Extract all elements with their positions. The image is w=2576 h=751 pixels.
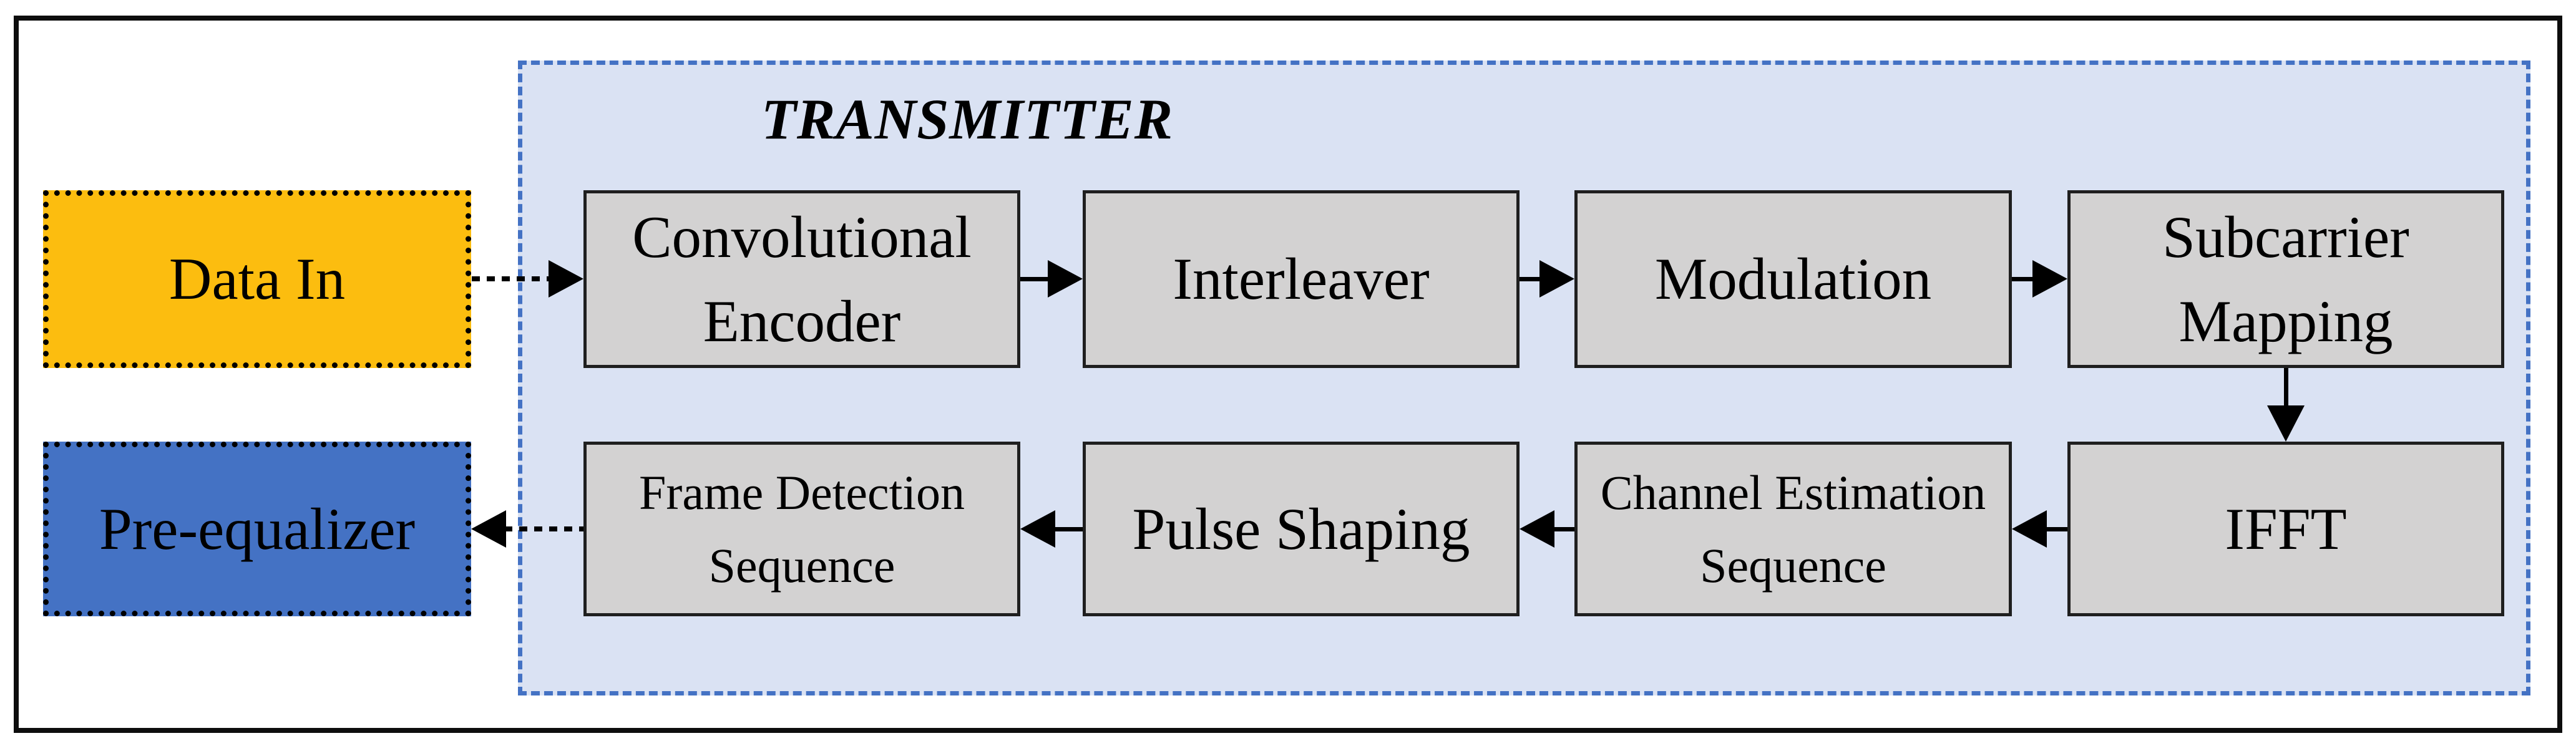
arrowhead-icon: [2032, 260, 2067, 298]
arrow-line: [1050, 527, 1083, 531]
node-label-line1: Channel Estimation: [1600, 465, 1986, 520]
node-label-line1: Frame Detection: [639, 465, 965, 520]
node-label-line2: Encoder: [703, 288, 901, 354]
arrowhead-icon: [1539, 260, 1574, 298]
node-label-line2: Sequence: [1700, 538, 1886, 593]
node-label-line1: Subcarrier: [2162, 203, 2409, 270]
node-label-line2: Sequence: [708, 538, 895, 593]
node-label-line2: Mapping: [2178, 288, 2393, 354]
arrowhead-icon: [471, 510, 506, 548]
node-subcarrier-mapping: Subcarrier Mapping: [2067, 190, 2504, 368]
outer-frame: [14, 16, 2562, 733]
node-label: Pre-equalizer: [99, 495, 416, 562]
node-label: Pulse Shaping: [1132, 495, 1470, 562]
node-interleaver: Interleaver: [1083, 190, 1520, 368]
arrow-line: [1520, 277, 1544, 281]
node-modulation: Modulation: [1574, 190, 2012, 368]
arrow-line: [2284, 368, 2288, 408]
node-label: Data In: [168, 246, 346, 313]
node-label: Modulation: [1654, 246, 1932, 313]
arrow-line: [2042, 527, 2067, 531]
node-label: Interleaver: [1173, 246, 1430, 313]
arrowhead-icon: [1048, 260, 1083, 298]
node-pre-equalizer: Pre-equalizer: [43, 442, 471, 616]
arrow-line: [504, 526, 583, 531]
node-data-in: Data In: [43, 190, 471, 368]
arrow-line: [2012, 277, 2037, 281]
arrowhead-icon: [549, 260, 583, 298]
arrowhead-icon: [1020, 510, 1055, 548]
arrowhead-icon: [2267, 405, 2305, 442]
node-label-line1: Convolutional: [632, 203, 972, 270]
arrow-line: [1549, 527, 1574, 531]
node-pulse-shaping: Pulse Shaping: [1083, 442, 1520, 616]
arrow-line: [1020, 277, 1051, 281]
node-channel-estimation-sequence: Channel Estimation Sequence: [1574, 442, 2012, 616]
arrow-line: [472, 276, 553, 281]
transmitter-label: TRANSMITTER: [761, 87, 1174, 151]
node-ifft: IFFT: [2067, 442, 2504, 616]
node-label: IFFT: [2225, 495, 2347, 562]
node-frame-detection-sequence: Frame Detection Sequence: [583, 442, 1020, 616]
arrowhead-icon: [1520, 510, 1554, 548]
arrowhead-icon: [2012, 510, 2047, 548]
node-convolutional-encoder: Convolutional Encoder: [583, 190, 1020, 368]
